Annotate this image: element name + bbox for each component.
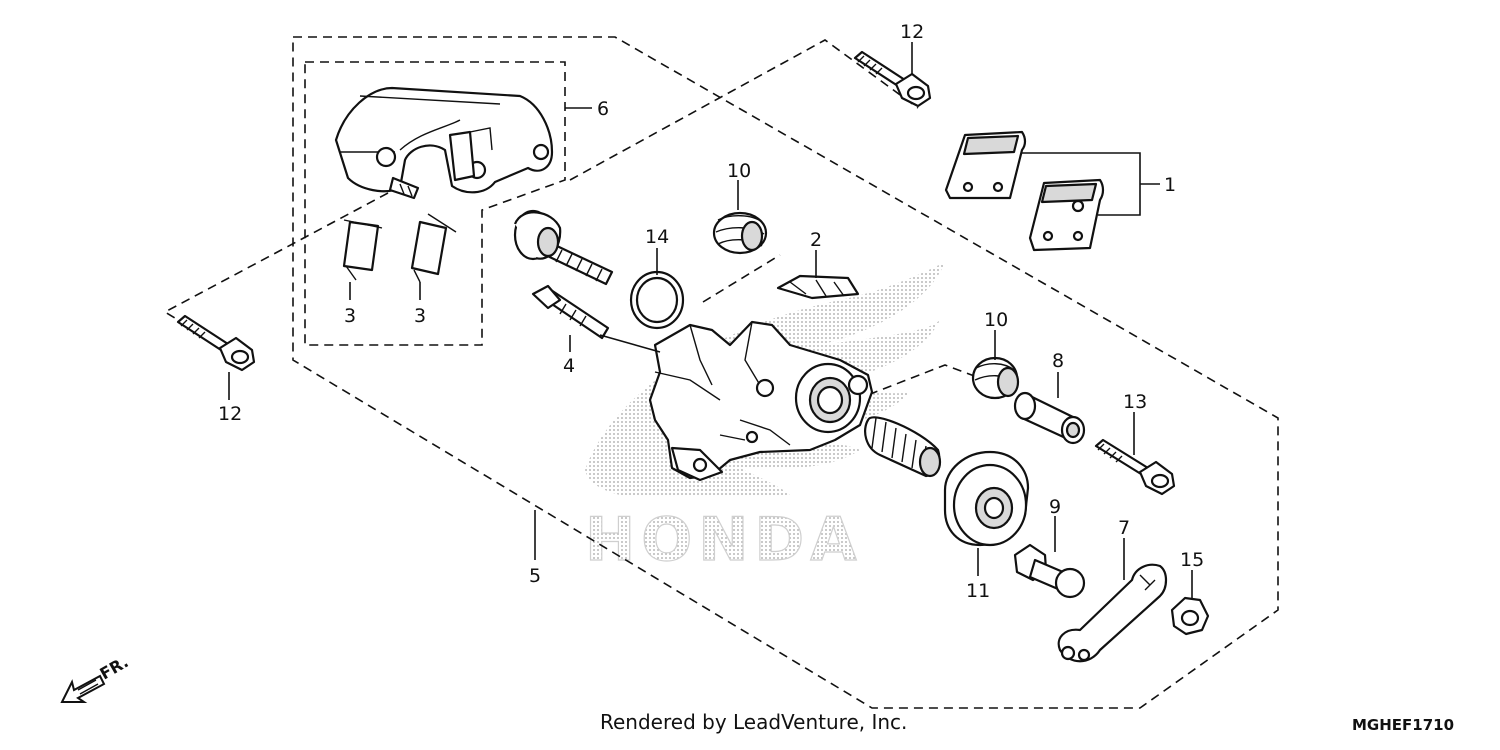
slide-pin [513,209,614,286]
callout-11[interactable]: 11 [966,580,990,602]
callout-14[interactable]: 14 [645,226,669,248]
pad-retainer [776,274,860,300]
callout-13[interactable]: 13 [1123,391,1147,413]
diagram-code: MGHEF1710 [1352,716,1455,734]
callout-3a[interactable]: 3 [344,305,356,327]
callout-12b[interactable]: 12 [218,403,242,425]
boot-10-lower [971,356,1020,400]
callout-1-leader [1022,152,1160,216]
callout-10b[interactable]: 10 [984,309,1008,331]
piston-11 [943,450,1030,547]
bolt-13 [1094,438,1176,496]
bolt-12-top [853,50,932,108]
brake-pad-lower [1028,178,1105,252]
callout-3b[interactable]: 3 [414,305,426,327]
render-credit: Rendered by LeadVenture, Inc. [600,710,908,734]
callout-8[interactable]: 8 [1052,350,1064,372]
honda-wordmark: HONDA [585,505,863,575]
pad-spring-clip-right [410,213,457,283]
caliper-body [648,320,874,482]
callout-7[interactable]: 7 [1118,517,1130,539]
boot-guide-line [702,254,781,303]
callout-2[interactable]: 2 [810,229,822,251]
front-direction-indicator: FR. [60,652,132,703]
callout-10a[interactable]: 10 [727,160,751,182]
piston-spring [864,416,942,478]
bolt-9 [1013,543,1086,599]
boot-10-upper [712,211,768,255]
callout-12a[interactable]: 12 [900,21,924,43]
caliper-bracket [334,86,554,200]
front-arrow-icon [60,674,106,703]
pad-spring-clip-left [342,219,383,281]
callout-15[interactable]: 15 [1180,549,1204,571]
callout-5[interactable]: 5 [529,565,541,587]
brake-pad-upper [944,130,1027,200]
seal-ring-14 [629,270,685,330]
bolt-12-left [176,314,256,372]
callout-1[interactable]: 1 [1164,174,1176,196]
nut-15 [1170,596,1210,636]
piston-guide-line [854,364,986,401]
bracket-bolt-guide-line [569,39,919,181]
callout-4-leader [599,334,661,353]
callout-4[interactable]: 4 [563,355,575,377]
arm-7 [1057,563,1168,663]
callout-9[interactable]: 9 [1049,496,1061,518]
callout-6[interactable]: 6 [597,98,609,120]
sleeve-8 [1013,391,1086,445]
pin-bolt-4 [531,284,610,340]
bracket-assembly-boundary [304,61,566,346]
